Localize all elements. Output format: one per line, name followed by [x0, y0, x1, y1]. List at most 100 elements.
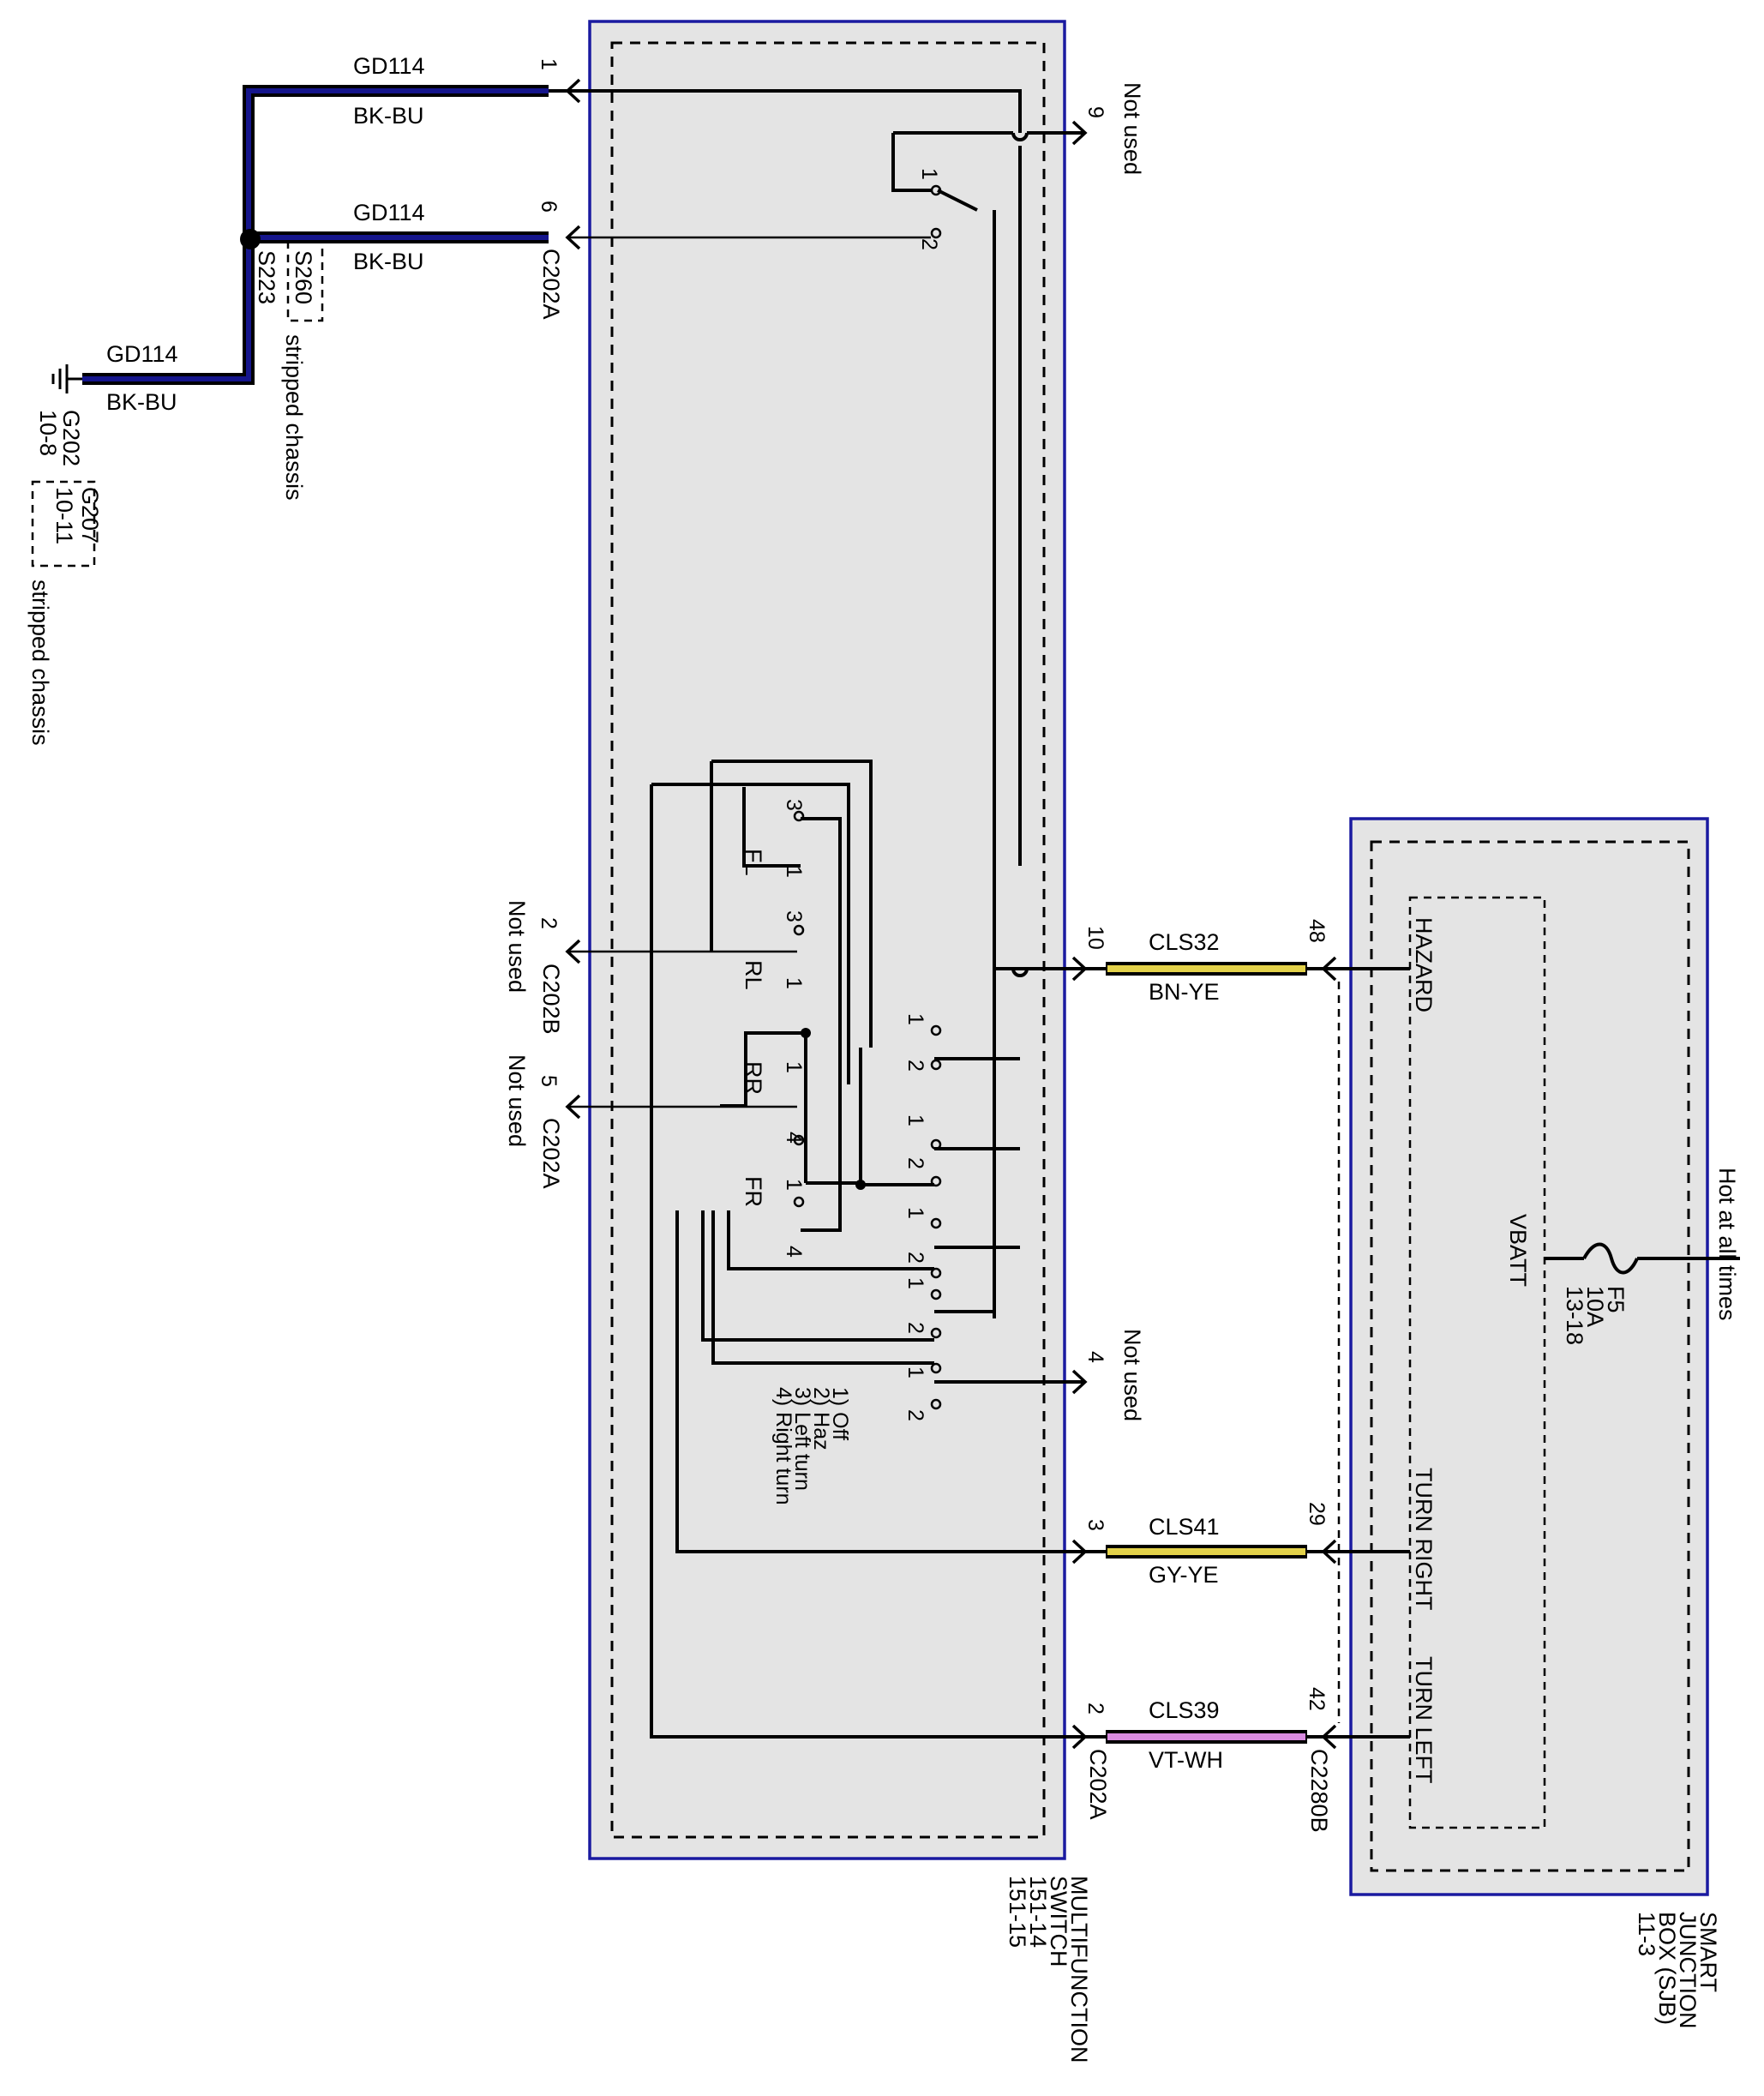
- ground-id: G202: [58, 410, 84, 466]
- legend-line-4: 4) Right turn: [771, 1387, 795, 1505]
- pin-2-left: 2: [537, 917, 561, 929]
- splice-alt-box: [286, 240, 324, 322]
- svg-text:2: 2: [903, 1322, 927, 1334]
- wire-cls39: [1085, 1730, 1323, 1744]
- lamp-rr-label: RR: [741, 1061, 766, 1095]
- cls32-label: CLS32: [1149, 929, 1220, 955]
- connector-c202a-bottom: C202A: [1085, 1749, 1111, 1820]
- mfs-page-line1: 151-14: [1025, 1876, 1051, 1948]
- svg-text:1: 1: [782, 1179, 806, 1191]
- cls41-color: GY-YE: [1149, 1562, 1219, 1588]
- switch-contacts: [793, 810, 942, 1410]
- pin-9: 9: [1083, 106, 1107, 118]
- pin-5-left: 5: [537, 1075, 561, 1087]
- junction-dots: [801, 1028, 866, 1190]
- sjb-body: [1349, 817, 1709, 1896]
- svg-text:2: 2: [917, 238, 941, 250]
- multifunction-switch-inner: [610, 41, 1046, 1839]
- ground-alt-box: [31, 480, 96, 568]
- svg-text:1: 1: [903, 1277, 927, 1289]
- wire-cls32: [1085, 962, 1323, 976]
- cls39-color: VT-WH: [1149, 1747, 1223, 1773]
- gd114-color-c: BK-BU: [106, 389, 177, 415]
- legend-line-1: 1) Off: [828, 1387, 852, 1440]
- pin-3: 3: [1083, 1519, 1107, 1531]
- svg-text:1: 1: [903, 1114, 927, 1126]
- lamp-fl-label: FL: [741, 849, 766, 876]
- cls39-label: CLS39: [1149, 1697, 1220, 1723]
- svg-text:1: 1: [782, 977, 806, 989]
- sjb-inner-module: [1408, 896, 1546, 1829]
- legend-line-2: 2) Haz: [809, 1387, 833, 1450]
- not-used-right-b: Not used: [1119, 1329, 1145, 1421]
- splice-dot: [240, 229, 261, 249]
- svg-text:2: 2: [903, 1060, 927, 1072]
- sjb-hazard-label: HAZARD: [1411, 917, 1437, 1012]
- gd114-color-b: BK-BU: [353, 249, 424, 274]
- gd114-label-b: GD114: [353, 200, 425, 225]
- gd114-label-a: GD114: [353, 53, 425, 79]
- cls32-color: BN-YE: [1149, 979, 1220, 1005]
- pin-2: 2: [1083, 1703, 1107, 1715]
- gd114-color-a: BK-BU: [353, 103, 424, 129]
- sjb-turn-left-label: TURN LEFT: [1411, 1656, 1437, 1784]
- switch-internal-wiring: [549, 89, 1085, 1739]
- svg-text:1: 1: [903, 1013, 927, 1025]
- ground-harness: [82, 85, 549, 385]
- pin-1: 1: [537, 58, 561, 70]
- svg-text:2: 2: [903, 1409, 927, 1421]
- fuse-rating: 10A: [1582, 1286, 1608, 1327]
- svg-text:4: 4: [782, 1132, 806, 1144]
- sjb-internal-wiring: [1323, 967, 1740, 1739]
- sjb-turn-right-label: TURN RIGHT: [1411, 1468, 1437, 1610]
- splice-note: stripped chassis: [281, 334, 307, 501]
- splice-alt-id: S260: [291, 250, 316, 304]
- pin-6: 6: [537, 201, 561, 213]
- pin-10: 10: [1083, 926, 1107, 950]
- fuse-id: F5: [1603, 1286, 1629, 1313]
- sjb-vbatt-label: VBATT: [1505, 1214, 1531, 1287]
- mfs-name-line2: SWITCH: [1046, 1876, 1071, 1967]
- splice-id: S223: [254, 250, 279, 304]
- legend-line-3: 3) Left turn: [790, 1387, 814, 1491]
- ground-page: 10-8: [35, 410, 61, 456]
- lamp-fr-label: FR: [741, 1176, 766, 1207]
- gd114-label-c: GD114: [106, 341, 178, 367]
- position-numbers: 1 2 1 2 1 2 1 2 1 2 1 2 3 1 3 1 1 4 1 4: [782, 168, 941, 1421]
- ground-symbol-icon: [51, 364, 82, 393]
- sjb-connector-arrows: [1321, 956, 1337, 1750]
- svg-text:1: 1: [917, 168, 941, 180]
- ground-note: stripped chassis: [27, 580, 53, 746]
- svg-text:4: 4: [782, 1246, 806, 1258]
- wire-cls41: [1085, 1545, 1323, 1558]
- cls41-label: CLS41: [1149, 1514, 1220, 1540]
- svg-text:1: 1: [903, 1366, 927, 1378]
- svg-text:1: 1: [782, 866, 806, 878]
- sjb-pin-42: 42: [1305, 1687, 1329, 1711]
- svg-text:1: 1: [903, 1207, 927, 1219]
- pin-4: 4: [1083, 1351, 1107, 1363]
- connector-arrows-left: [565, 78, 581, 1120]
- svg-text:2: 2: [903, 1252, 927, 1264]
- sjb-pin-48: 48: [1305, 919, 1329, 943]
- mfs-page-line2: 151-15: [1005, 1876, 1030, 1948]
- sjb-name-line3: BOX (SJB): [1654, 1912, 1680, 2025]
- connector-c202b: C202B: [538, 964, 564, 1035]
- fuse-page: 13-18: [1562, 1286, 1587, 1345]
- svg-text:1: 1: [782, 1061, 806, 1073]
- sjb-page: 11-3: [1634, 1912, 1659, 1956]
- ground-alt-id: G207: [77, 487, 103, 544]
- not-used-right-a: Not used: [1119, 82, 1145, 175]
- ground-alt-page: 10-11: [51, 487, 77, 544]
- svg-text:2: 2: [903, 1157, 927, 1169]
- sjb-name-line1: SMART: [1695, 1912, 1721, 1992]
- connector-arrows-right: [1071, 120, 1088, 1750]
- svg-text:3: 3: [782, 910, 806, 922]
- hot-at-all-times-label: Hot at all times: [1714, 1168, 1740, 1321]
- lamp-rl-label: RL: [741, 960, 766, 990]
- sjb-pin-29: 29: [1305, 1502, 1329, 1526]
- sjb-connector-c2280b: C2280B: [1306, 1749, 1332, 1833]
- sjb-name-line2: JUNCTION: [1675, 1912, 1701, 2029]
- not-used-left-a: Not used: [504, 900, 530, 993]
